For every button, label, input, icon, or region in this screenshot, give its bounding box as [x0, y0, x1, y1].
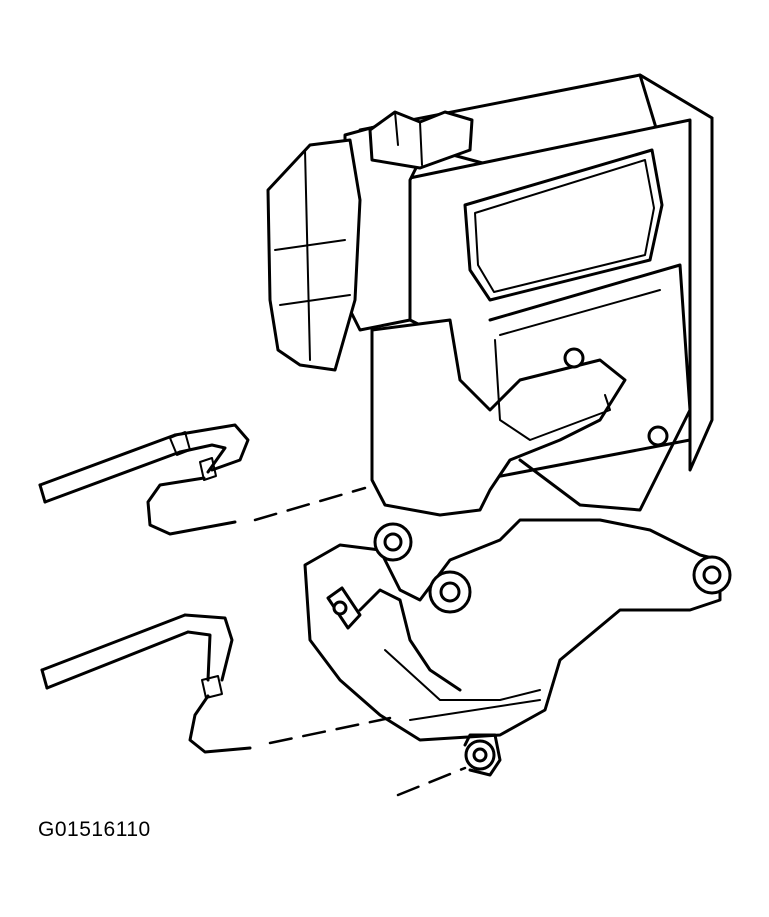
latch-plate — [370, 263, 692, 517]
lower-link-rod — [40, 613, 467, 797]
upper-link-rod — [38, 423, 367, 536]
latch-mechanism — [303, 518, 732, 777]
figure-id-label: G01516110 — [38, 818, 151, 841]
